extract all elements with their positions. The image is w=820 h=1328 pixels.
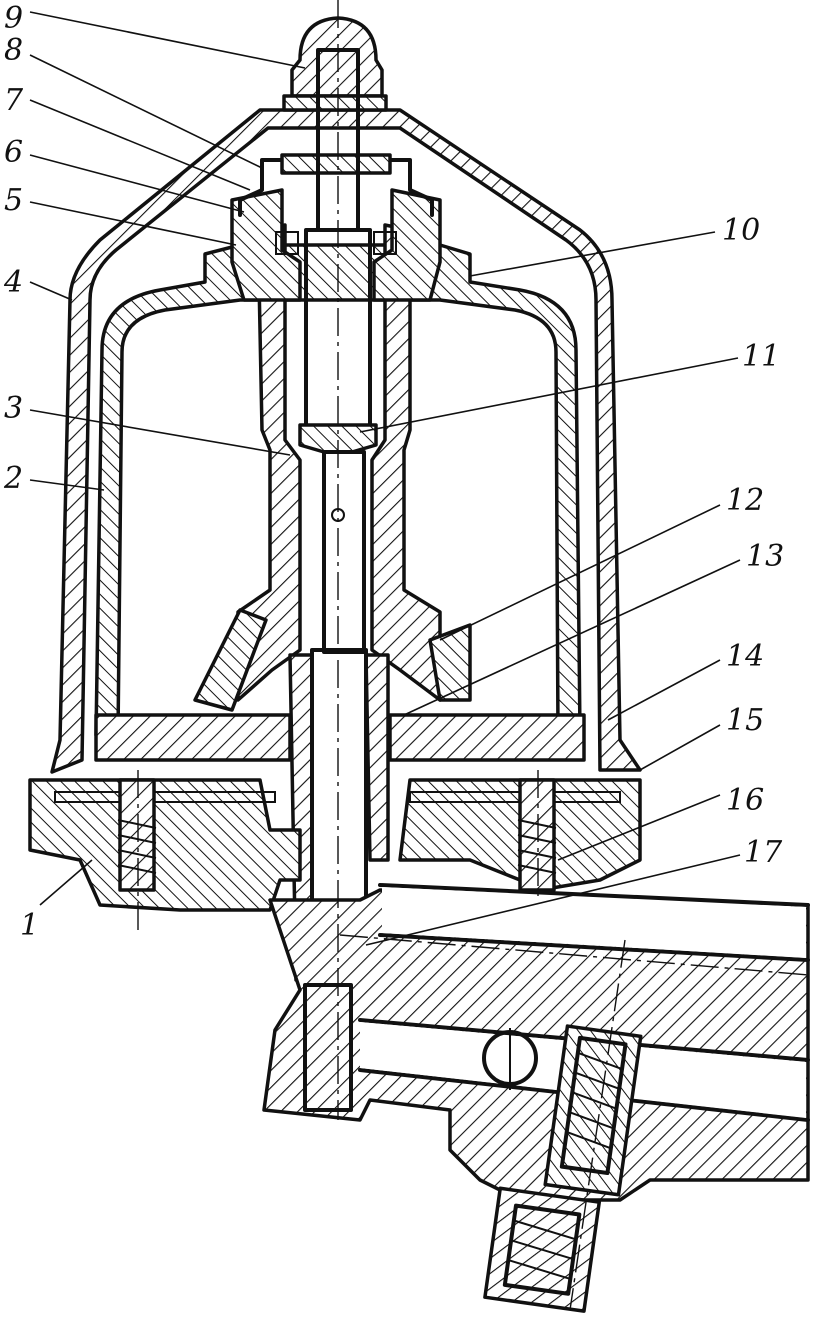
- upper-boss-right: [372, 188, 442, 302]
- base-flange: [28, 778, 302, 912]
- top-nut: [280, 153, 392, 175]
- stud-thread-right: [517, 819, 557, 874]
- oil-channel-upper-void: [382, 887, 806, 958]
- callout-9: 9: [4, 1, 23, 36]
- rotor-bottom-plate: [94, 713, 292, 762]
- rotor-bottom-plate-right: [388, 713, 586, 762]
- nozzle-right: [428, 623, 472, 702]
- outlet-bore: [303, 983, 353, 1112]
- gasket-right: [409, 791, 621, 803]
- callout-15: 15: [726, 703, 764, 738]
- callout-10: 10: [722, 213, 760, 248]
- central-column-right: [370, 223, 442, 702]
- centre-axis-channel: [339, 934, 809, 976]
- upper-boss: [230, 188, 302, 302]
- cap-nut: [290, 16, 384, 98]
- callout-6: 6: [4, 135, 23, 170]
- oil-channel-upper: [378, 883, 810, 962]
- callout-11: 11: [742, 339, 780, 374]
- callout-17: 17: [744, 835, 783, 870]
- callout-13: 13: [746, 539, 784, 574]
- callout-8: 8: [4, 33, 23, 68]
- callout-16: 16: [726, 783, 764, 818]
- bearing-left: [275, 231, 299, 255]
- bypass-valve: [483, 1024, 643, 1313]
- callout-4: 4: [3, 265, 23, 300]
- axle-tube-right: [364, 653, 390, 862]
- rotor-shaft-lower: [322, 450, 366, 654]
- gasket-left: [54, 791, 276, 803]
- cap-washer: [282, 94, 388, 112]
- central-column: [236, 223, 302, 702]
- outer-cover: [50, 108, 642, 774]
- callout-7: 7: [4, 83, 24, 118]
- leader-lines: [29, 11, 741, 946]
- stud-left: [118, 778, 156, 892]
- callout-1: 1: [20, 908, 39, 943]
- stud-right: [518, 778, 556, 892]
- callout-14: 14: [726, 639, 764, 674]
- callout-12: 12: [726, 483, 764, 518]
- callout-5: 5: [4, 183, 23, 218]
- nozzle-left: [193, 608, 268, 712]
- inner-bell: [94, 243, 582, 737]
- callout-2: 2: [3, 461, 23, 496]
- callout-3: 3: [4, 391, 23, 426]
- centre-axis-valve: [569, 939, 626, 1311]
- stud-thread-left: [117, 819, 157, 874]
- bearing-right: [373, 231, 397, 255]
